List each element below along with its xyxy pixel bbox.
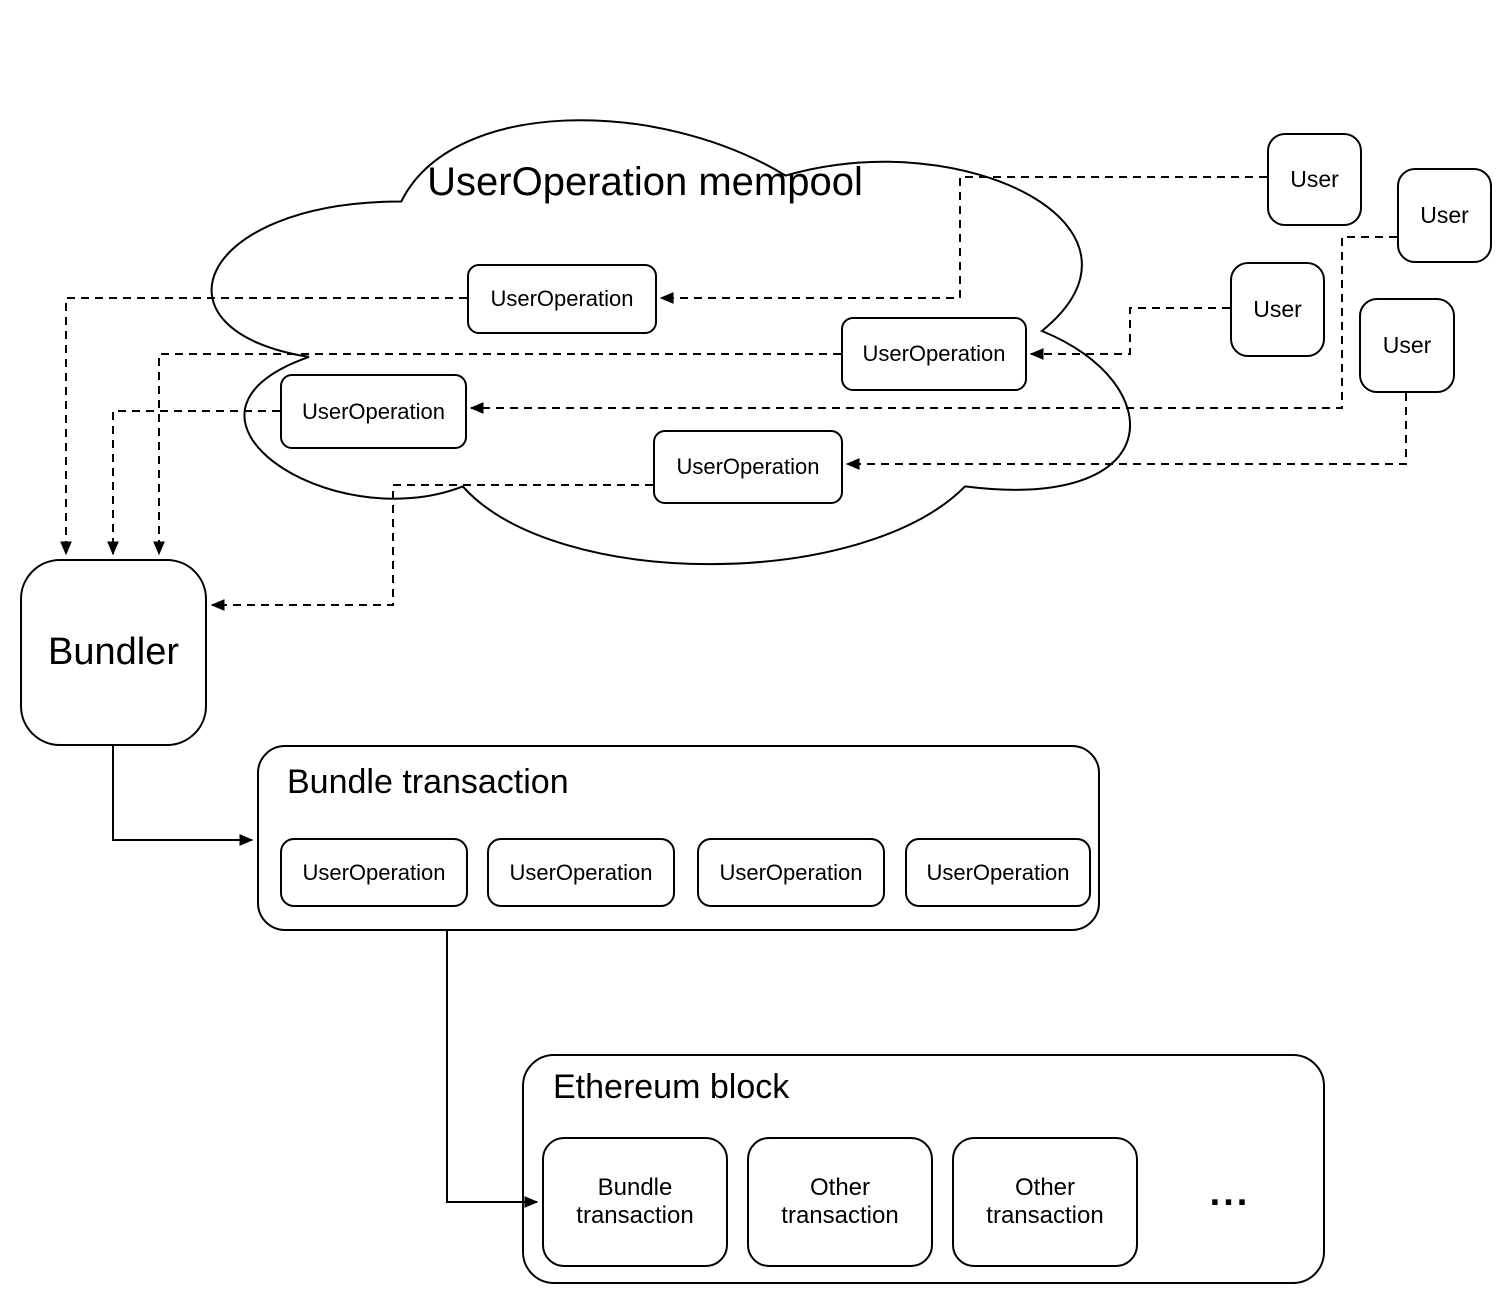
mempool-userop-box-2: UserOperation: [841, 317, 1027, 391]
ethereum-tx-box-1: Bundle transaction: [542, 1137, 728, 1267]
bundle-userop-box-4: UserOperation: [905, 838, 1091, 907]
bundle-transaction-title: Bundle transaction: [287, 763, 569, 801]
bundle-userop-box-3: UserOperation: [697, 838, 885, 907]
mempool-userop-box-1: UserOperation: [467, 264, 657, 334]
user-box-4: User: [1359, 298, 1455, 393]
user-box-1: User: [1267, 133, 1362, 226]
user-box-3: User: [1230, 262, 1325, 357]
ethereum-tx-box-3: Other transaction: [952, 1137, 1138, 1267]
mempool-userop-box-3: UserOperation: [280, 374, 467, 449]
ethereum-tx-box-2: Other transaction: [747, 1137, 933, 1267]
ethereum-block-title: Ethereum block: [553, 1068, 790, 1106]
bundler-box: Bundler: [20, 559, 207, 746]
bundle-userop-box-2: UserOperation: [487, 838, 675, 907]
bundle-userop-box-1: UserOperation: [280, 838, 468, 907]
mempool-userop-box-4: UserOperation: [653, 430, 843, 504]
mempool-title: UserOperation mempool: [427, 160, 863, 204]
user-box-2: User: [1397, 168, 1492, 263]
ethereum-more-transactions-ellipsis: ...: [1209, 1172, 1251, 1214]
